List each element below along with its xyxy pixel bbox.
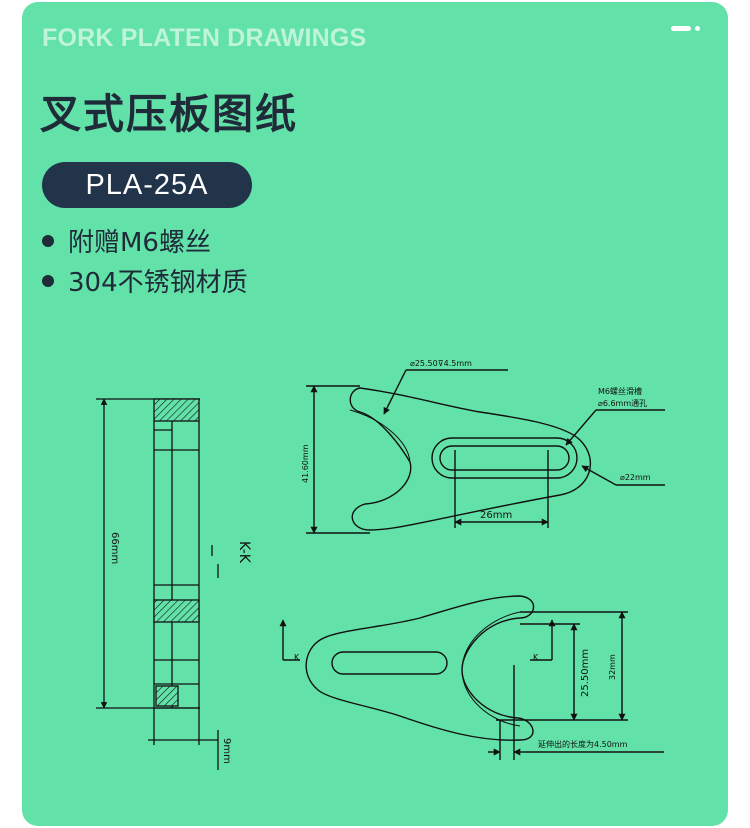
side-thickness-dim: 9mm bbox=[221, 738, 232, 764]
counterbore-dim: ⌀25.50⊽4.5mm bbox=[410, 359, 472, 368]
fork-top-view bbox=[306, 369, 665, 534]
side-height-dim: 66mm bbox=[109, 532, 120, 564]
width-dim: 41.60mm bbox=[301, 444, 310, 483]
feature-item: 304不锈钢材质 bbox=[42, 262, 248, 299]
slot-note-1: M6螺丝滑槽 bbox=[598, 386, 642, 396]
section-mark-right: K bbox=[533, 653, 539, 662]
page-title: 叉式压板图纸 bbox=[40, 90, 298, 138]
depth-dim-25: 25.50mm bbox=[580, 649, 591, 697]
model-badge: PLA-25A bbox=[42, 162, 252, 208]
menu-indicator-icon bbox=[671, 26, 700, 31]
fork-bottom-view bbox=[279, 595, 664, 760]
side-view bbox=[96, 398, 219, 770]
outer-diameter-dim: ⌀22mm bbox=[620, 473, 651, 482]
section-label: K-K bbox=[236, 541, 252, 564]
feature-text: 附赠M6螺丝 bbox=[68, 228, 211, 258]
product-card: FORK PLATEN DRAWINGS 叉式压板图纸 PLA-25A 附赠M6… bbox=[22, 2, 728, 826]
slot-length-dim: 26mm bbox=[480, 510, 512, 521]
bullet-icon bbox=[42, 234, 54, 247]
feature-text: 304不锈钢材质 bbox=[68, 268, 248, 298]
feature-item: 附赠M6螺丝 bbox=[42, 222, 211, 259]
slot-note-2: ⌀6.6mm通孔 bbox=[598, 398, 647, 408]
extension-note: 延伸出的长度为4.50mm bbox=[538, 739, 628, 749]
drawing-kicker: FORK PLATEN DRAWINGS bbox=[42, 24, 367, 52]
section-mark-left: K bbox=[294, 653, 300, 662]
bullet-icon bbox=[42, 274, 54, 287]
depth-dim-32: 32mm bbox=[608, 654, 617, 680]
